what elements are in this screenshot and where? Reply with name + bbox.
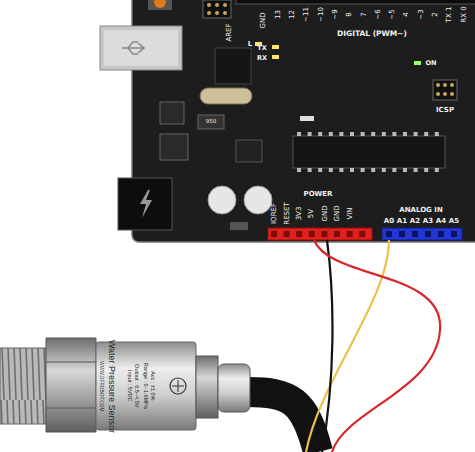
board-label: ~3 [417,9,424,19]
sensor-text: WWW.DFROBOT.COM [99,361,104,411]
cable-gland [218,364,250,412]
capacitor [208,186,236,214]
cable-gland [196,356,218,418]
power-header [268,228,372,240]
board-label: ~10 [317,7,324,22]
resonator [198,115,224,129]
board-label: A0 [384,218,394,225]
reset-button [148,0,172,10]
board-label: TX 1 [446,6,453,22]
led [300,116,314,121]
sensor-text: Acc : ±1.0% [150,371,156,400]
ground-wire [322,240,332,452]
usb-connector [100,26,182,70]
board-label: AREF [225,23,232,41]
analog-header [382,228,462,240]
board-label: 5V [309,208,316,217]
board-label: A4 [436,218,446,225]
pressure-sensor [0,338,250,432]
led-tx [272,45,279,49]
board-label: 4 [403,12,410,16]
sensor-text: Input : 5VDC [126,370,132,402]
op-amp [236,140,262,162]
board-label: 13 [274,10,281,19]
board-label: RESET [284,202,291,224]
regulator [160,134,188,160]
reset-cap [154,0,166,8]
sensor-text: Output : 0.5~4.5V [134,364,140,407]
board-label: 7 [360,12,367,16]
board-label: ~6 [375,9,382,19]
board-label: ON [426,60,437,67]
board-label: GND [260,12,267,28]
dc-jack [118,178,172,230]
board-label: VIN [347,207,354,219]
digital-header [236,0,475,4]
board-label: A5 [449,218,459,225]
screw-thread [0,348,46,424]
board-label: IOREF [270,203,277,224]
board-label: RX 0 [460,6,467,22]
power-wire [314,240,440,452]
board-label: ~11 [303,7,310,22]
hex-nut [46,338,96,432]
sensor-text: Range : 0~1.6MPa [142,363,148,409]
led-on [414,61,421,65]
board-label: ~5 [389,9,396,19]
led-rx [272,55,279,59]
small-header [203,0,231,18]
board-label: ANALOG IN [399,207,443,214]
board-label: 950 [206,119,217,125]
icsp-header [433,80,457,100]
sensor-text: Water Pressure Sensor [107,339,116,432]
crystal [200,88,252,104]
board-label: A1 [397,218,407,225]
arduino-board [132,0,475,242]
board-label: L [248,41,252,48]
regulator [160,102,184,124]
board-label: 2 [432,12,439,16]
board-label: GND [334,205,341,221]
signal-wire [306,240,389,452]
board-label: GND [322,205,329,221]
usb-chip [215,48,251,84]
board-label: A3 [423,218,433,225]
atmega-chip [293,132,445,172]
board-label: 12 [289,10,296,19]
board-label: ~9 [332,9,339,19]
board-label: A2 [410,218,420,225]
board-label: DIGITAL (PWM~) [337,30,407,38]
board-label: RX [257,55,267,62]
board-label: ICSP [436,107,454,114]
board-label: 8 [346,12,353,16]
board-label: 3V3 [296,206,303,220]
board-label: POWER [304,191,333,198]
fuse [230,222,248,230]
board-label: TX [257,45,266,52]
capacitor [244,186,272,214]
logo [170,378,186,394]
